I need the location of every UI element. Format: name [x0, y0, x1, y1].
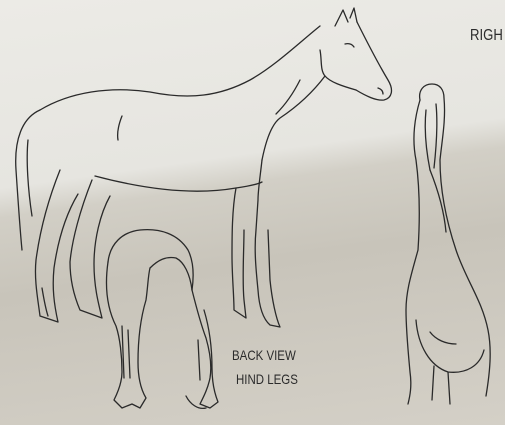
right-view-label: RIGH [470, 27, 503, 45]
horse-side-view [16, 8, 392, 327]
back-view-label-line1: BACK VIEW [232, 346, 296, 364]
hind-legs-back-view [106, 230, 218, 409]
back-view-label-line2: HIND LEGS [236, 370, 298, 388]
horse-front-view [406, 84, 490, 404]
